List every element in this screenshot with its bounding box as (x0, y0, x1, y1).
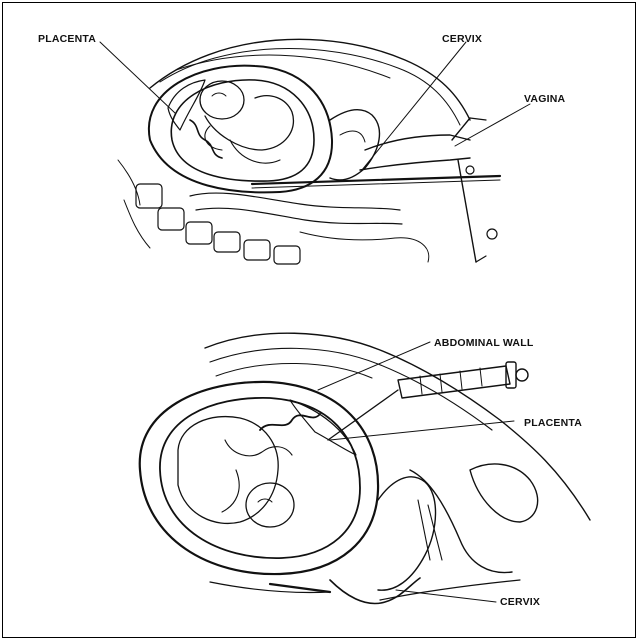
label-cervix-top: CERVIX (442, 33, 482, 45)
label-placenta-top: PLACENTA (38, 33, 96, 45)
bottom-illustration: ABDOMINAL WALL PLACENTA CERVIX (140, 333, 590, 608)
label-cervix-bottom: CERVIX (500, 596, 540, 608)
vertebrae (136, 184, 300, 264)
top-illustration: PLACENTA CERVIX VAGINA (38, 33, 565, 264)
label-abdominal-wall: ABDOMINAL WALL (434, 337, 534, 349)
label-placenta-bottom: PLACENTA (524, 417, 582, 429)
fetus-bottom (178, 417, 294, 527)
label-vagina: VAGINA (524, 93, 565, 105)
